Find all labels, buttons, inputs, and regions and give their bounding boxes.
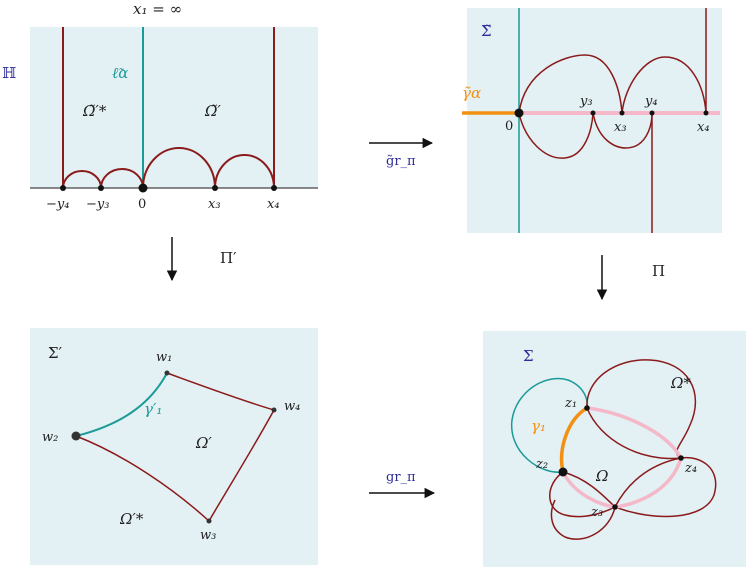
tick-minus-y3: −y₃ — [86, 197, 109, 212]
z4-label: z₄ — [684, 461, 697, 476]
y3-label: y₃ — [579, 94, 593, 109]
point-minus-y4 — [60, 185, 66, 191]
omega-prime-label: Ω′ — [195, 434, 212, 452]
omega-tilde-label: Ω̃′ — [204, 102, 221, 120]
z2-label: z₂ — [535, 457, 548, 472]
H-label: ℍ — [2, 64, 16, 82]
sigma-prime-label: Σ′ — [48, 344, 63, 362]
sigma-label: Σ — [523, 347, 534, 365]
point-z1 — [584, 405, 590, 411]
panel-H-background — [30, 27, 318, 188]
omega-star-inner-lower — [586, 407, 682, 460]
w3-label: w₃ — [200, 528, 216, 543]
tick-zero: 0 — [138, 197, 146, 212]
w4-label: w₄ — [284, 399, 300, 414]
panel-sigma: Σ γ₁ z₁ z₂ z₃ z₄ Ω Ω* — [483, 331, 746, 567]
arrow-right: Π — [596, 255, 665, 301]
point-minus-y3 — [98, 185, 104, 191]
pink-curve-z4-z3 — [614, 457, 683, 509]
upper-arc-right — [621, 56, 707, 114]
infinity-label: x₁ = ∞ — [133, 0, 182, 18]
point-z2 — [558, 467, 568, 477]
edge-w1-w4 — [166, 372, 275, 411]
arrow-left-label: Π′ — [220, 249, 237, 267]
teal-loop — [511, 377, 589, 473]
gamma1-prime-label: γ′₁ — [144, 400, 162, 418]
panel-upper-half-plane: x₁ = ∞ ℍ ℓ̃α Ω̃′* Ω̃′ −y₄ −y₃ 0 x₃ x₄ — [2, 0, 318, 212]
point-x4 — [271, 185, 277, 191]
omega-star-outer-upper — [586, 359, 697, 459]
edge-w4-w3 — [208, 409, 275, 522]
x3-label: x₃ — [614, 120, 627, 135]
panel-sigma-prime-background — [30, 328, 318, 565]
gamma1-label: γ₁ — [531, 417, 546, 435]
point-y4 — [649, 110, 655, 116]
arrow-right-label: Π — [652, 262, 665, 280]
point-z4 — [678, 455, 684, 461]
omega-prime-star-label: Ω′* — [119, 510, 144, 528]
x4-label: x₄ — [697, 120, 710, 135]
point-w3 — [206, 518, 212, 524]
sigma-tilde-label: Σ̃ — [481, 22, 492, 40]
pink-curve-z1-z4 — [586, 406, 683, 459]
arc-0-x3 — [142, 147, 216, 189]
panel-sigma-tilde: Σ̃ γ̃α 0 y₃ y₄ x₃ x₄ — [462, 8, 722, 233]
loop-z3-inner — [562, 471, 616, 508]
arrow-top: g̃r_π — [369, 137, 434, 169]
pink-curve-z2-z3 — [561, 471, 616, 509]
loop-z4-outer — [614, 456, 717, 518]
arc-minus-y4-minus-y3 — [62, 170, 102, 189]
loop-z4-inner — [614, 457, 682, 508]
lower-loop-right — [592, 112, 653, 149]
tick-x4: x₄ — [267, 197, 280, 212]
w1-label: w₁ — [156, 350, 172, 365]
tick-minus-y4: −y₄ — [46, 197, 69, 212]
point-w4 — [271, 407, 277, 413]
omega-tilde-star-label: Ω̃′* — [82, 102, 107, 120]
arrow-top-label: g̃r_π — [386, 154, 416, 169]
upper-arc-left — [518, 54, 623, 114]
origin-point — [514, 108, 524, 118]
point-x4 — [703, 110, 709, 116]
loop-z3-outer — [549, 471, 616, 518]
tick-x3: x₃ — [208, 197, 221, 212]
arrow-left: Π′ — [166, 237, 237, 282]
z3-label: z₃ — [590, 505, 603, 520]
gamma1-prime-curve — [75, 372, 168, 437]
point-x3 — [212, 185, 218, 191]
point-w1 — [164, 370, 170, 376]
loop-z3-bottom — [550, 499, 616, 540]
y4-label: y₄ — [644, 94, 658, 109]
edge-w2-w3 — [75, 435, 210, 522]
origin-label: 0 — [505, 119, 513, 134]
arrow-bottom-label: gr_π — [386, 470, 416, 485]
w2-label: w₂ — [42, 430, 58, 445]
panel-sigma-background — [483, 331, 746, 567]
panel-sigma-prime: Σ′ w₁ w₂ w₃ w₄ γ′₁ Ω′ Ω′* — [30, 328, 318, 565]
z1-label: z₁ — [564, 396, 577, 411]
ell-alpha-label: ℓ̃α — [112, 64, 128, 82]
point-x3 — [619, 110, 625, 116]
point-zero — [138, 183, 148, 193]
omega-label: Ω — [595, 467, 608, 485]
gamma-alpha-label: γ̃α — [462, 84, 481, 102]
arc-minus-y3-0 — [100, 168, 144, 189]
point-w2 — [71, 431, 81, 441]
point-z3 — [612, 504, 618, 510]
lower-loop-left — [518, 112, 594, 159]
point-y3 — [590, 110, 596, 116]
arrow-bottom: gr_π — [369, 470, 436, 499]
arc-x3-x4 — [214, 154, 275, 189]
gamma1-curve — [559, 406, 588, 473]
omega-star-label: Ω* — [670, 374, 691, 392]
